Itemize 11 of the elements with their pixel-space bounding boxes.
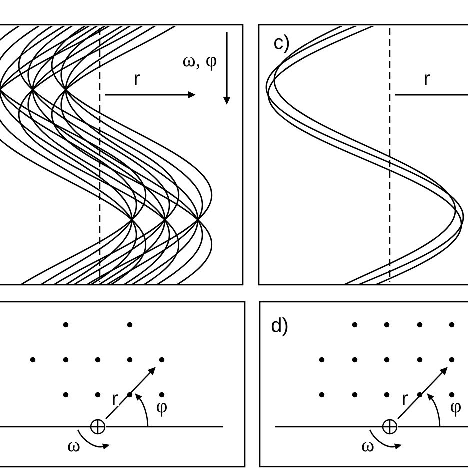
axis-label: φ (155, 402, 169, 418)
axis-label: c) (272, 34, 292, 54)
axis-label: φ (449, 402, 463, 418)
axis-label: ω (66, 441, 82, 453)
axis-label: d) (270, 316, 290, 338)
axis-label: r (110, 394, 120, 406)
axis-label: ω, φ (182, 56, 218, 72)
axis-label: r (400, 394, 410, 406)
axis-label: r (132, 74, 142, 86)
axis-label: r (422, 74, 432, 86)
axis-label: ω (360, 441, 376, 453)
